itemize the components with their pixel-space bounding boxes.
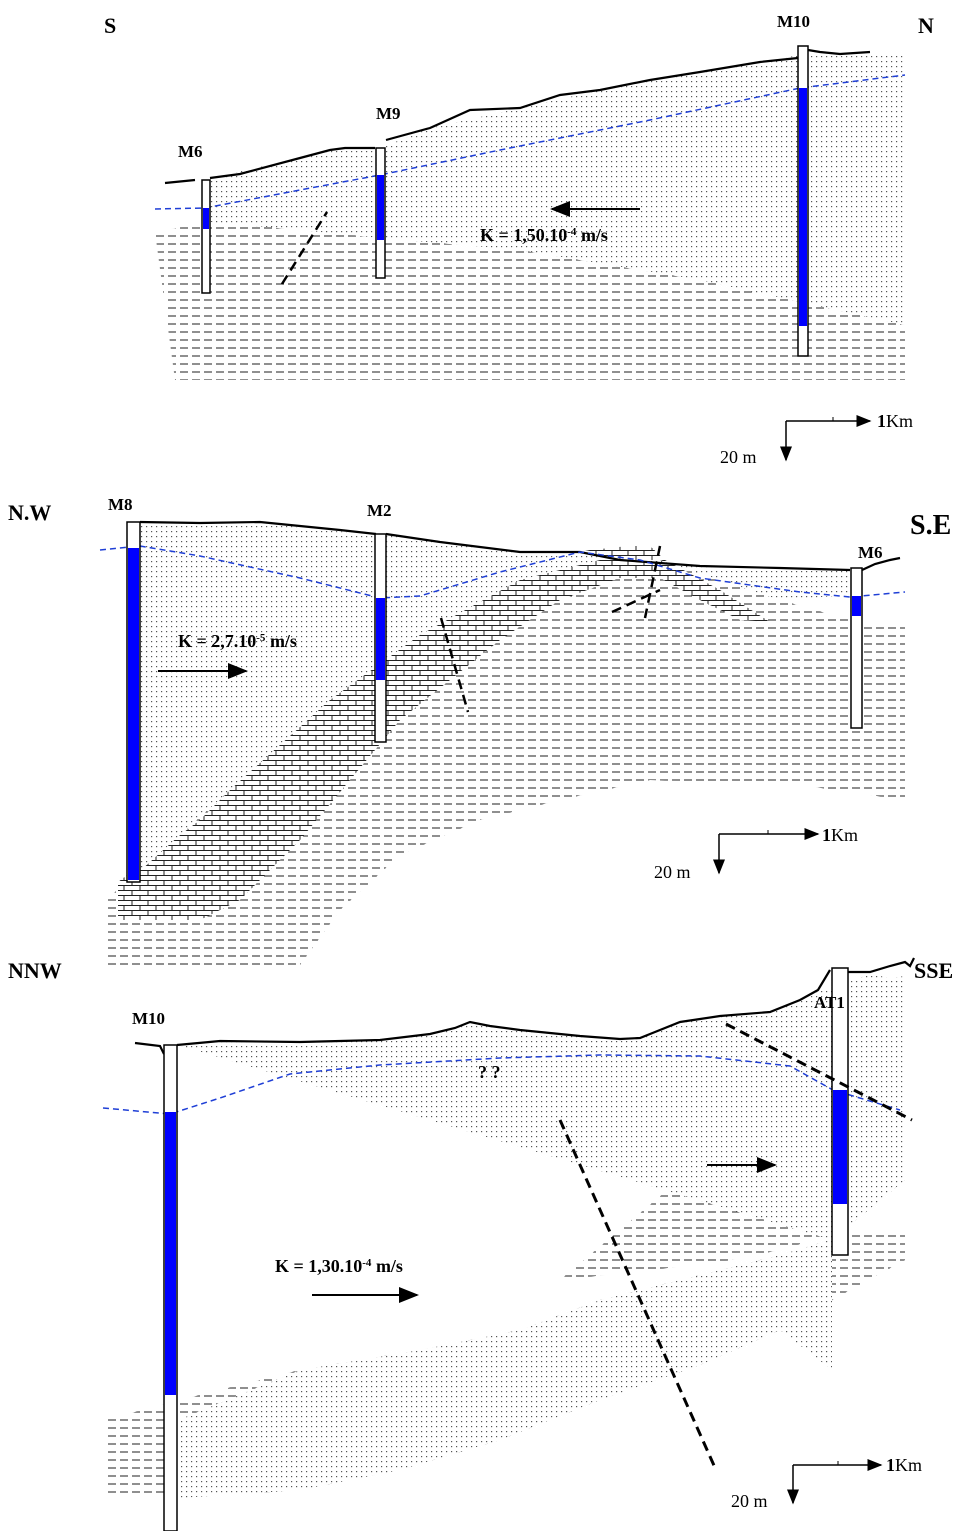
- scale-vertical-label: 20 m: [720, 447, 757, 467]
- scale-bar: 1Km 20 m: [731, 1455, 922, 1511]
- water-table: [99, 545, 906, 599]
- direction-left-label: S: [104, 13, 116, 38]
- direction-left-label: N.W: [8, 500, 51, 525]
- unknown-mark: ? ?: [478, 1062, 501, 1082]
- well-label-m9: M9: [376, 104, 401, 123]
- water-table: [154, 74, 906, 210]
- direction-right-label: N: [918, 13, 934, 38]
- well-label-m8: M8: [108, 495, 133, 514]
- ground-surface: [134, 957, 915, 1055]
- section-1-s-n: S N M6 M9 M10 K = 1,50.10-4 m/s 1Km 20 m: [104, 12, 934, 467]
- conductivity-label: K = 1,30.10-4 m/s: [275, 1256, 403, 1276]
- well-label-m6: M6: [178, 142, 203, 161]
- fault-line: [725, 1022, 913, 1122]
- limestone-layer: [118, 546, 770, 920]
- clay-layer: [155, 222, 905, 380]
- sand-layer: [178, 990, 832, 1498]
- direction-right-label: SSE: [914, 958, 953, 983]
- fault-line: [643, 545, 662, 619]
- well-at1: [831, 967, 849, 1256]
- scale-vertical-label: 20 m: [654, 862, 691, 882]
- scale-horizontal-label: 1Km: [822, 825, 858, 845]
- well-m6: [201, 179, 211, 294]
- scale-horizontal-label: 1Km: [877, 411, 913, 431]
- well-m8: [126, 521, 141, 883]
- sand-layer: [210, 55, 905, 325]
- fault-line: [439, 617, 470, 713]
- sand-layer-east: [848, 974, 905, 1225]
- fault-line: [280, 211, 329, 285]
- conductivity-label: K = 2,7.10-5 m/s: [178, 631, 297, 651]
- well-label-m2: M2: [367, 501, 392, 520]
- ground-surface: [164, 48, 871, 185]
- well-m9: [375, 147, 386, 279]
- well-m6: [850, 567, 863, 729]
- fault-line: [611, 588, 661, 614]
- scale-bar: 1Km 20 m: [654, 825, 858, 882]
- well-label-at1: AT1: [814, 993, 845, 1012]
- well-label-m6: M6: [858, 543, 883, 562]
- section-3-nnw-sse: ? ? NNW SSE M10 AT1 K = 1,30.10-4 m/s 1K…: [8, 957, 953, 1531]
- water-table: [102, 1054, 901, 1115]
- scale-vertical-label: 20 m: [731, 1491, 768, 1511]
- well-m2: [374, 533, 387, 743]
- section-2-nw-se: N.W S.E M8 M2 M6 K = 2,7.10-5 m/s 1Km 20…: [8, 495, 951, 965]
- well-m10: [163, 1044, 178, 1531]
- scale-bar: 1Km 20 m: [720, 411, 913, 467]
- direction-right-label: S.E: [910, 510, 951, 541]
- conductivity-label: K = 1,50.10-4 m/s: [480, 225, 608, 245]
- well-label-m10: M10: [777, 12, 810, 31]
- well-m10: [797, 45, 809, 357]
- direction-left-label: NNW: [8, 958, 62, 983]
- sand-layer: [130, 522, 850, 880]
- scale-horizontal-label: 1Km: [886, 1455, 922, 1475]
- clay-layer: [105, 560, 905, 965]
- ground-surface: [139, 520, 901, 572]
- well-label-m10: M10: [132, 1009, 165, 1028]
